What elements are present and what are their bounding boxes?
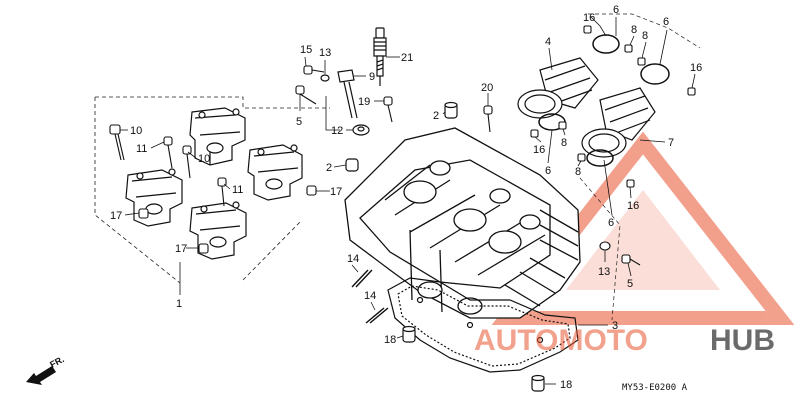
rocker-arm-holder-upper-left [189, 107, 246, 166]
dowel-pins [138, 185, 317, 254]
watermark-brand-left: AUTOMOTO [474, 324, 648, 357]
label-part-6d: 6 [608, 217, 614, 229]
lower-right-hardware [599, 241, 641, 266]
label-part-7: 7 [668, 137, 674, 149]
holder-bolts [109, 124, 227, 207]
label-part-1: 1 [176, 298, 182, 310]
label-part-18b: 18 [560, 379, 572, 391]
diagram-code: MY53-E0200 A [622, 383, 688, 393]
leader-lines [120, 15, 696, 385]
label-part-11a: 11 [136, 143, 147, 155]
label-part-8d: 8 [575, 166, 581, 178]
watermark-brand-right: HUB [710, 324, 775, 357]
label-part-12: 12 [331, 125, 343, 137]
label-part-17b: 17 [330, 186, 342, 198]
label-part-14a: 14 [347, 253, 359, 265]
label-part-8b: 8 [642, 30, 648, 42]
label-part-15: 15 [300, 44, 312, 56]
rocker-arm-holder-upper-right [247, 144, 303, 201]
head-gasket [387, 277, 579, 373]
label-part-16d: 16 [627, 200, 639, 212]
label-part-6a: 6 [613, 4, 619, 16]
front-label: FR. [48, 354, 65, 370]
rocker-arm-holder-lower-left [125, 168, 183, 227]
label-part-13a: 13 [319, 47, 331, 59]
label-part-13b: 13 [598, 266, 610, 278]
band-screws [530, 25, 696, 188]
spark-plug [373, 27, 387, 86]
label-part-8a: 8 [631, 24, 637, 36]
label-part-14b: 14 [364, 290, 376, 302]
label-part-17a: 17 [110, 210, 122, 222]
label-part-17c: 17 [175, 243, 187, 255]
collars [402, 325, 545, 392]
washers [320, 74, 370, 136]
cylinder-head [344, 127, 581, 319]
label-part-2a: 2 [433, 110, 439, 122]
label-part-11b: 11 [232, 184, 243, 196]
label-part-18a: 18 [384, 334, 396, 346]
studs [351, 269, 389, 324]
label-part-10a: 10 [130, 125, 142, 137]
label-part-20: 20 [481, 82, 493, 94]
label-part-16a: 16 [583, 12, 595, 24]
intake-group-frame [579, 13, 701, 321]
label-part-10b: 10 [198, 153, 210, 165]
label-part-21: 21 [401, 52, 413, 64]
label-part-6c: 6 [545, 165, 551, 177]
insulator-lower [581, 87, 656, 158]
label-part-16c: 16 [533, 144, 545, 156]
part-labels: 1 2 2 3 4 5 5 6 6 6 6 7 8 8 8 8 9 10 10 … [110, 4, 702, 391]
label-part-19: 19 [358, 96, 370, 108]
cap-bolt [337, 69, 358, 119]
label-part-5a: 5 [296, 116, 302, 128]
label-part-4: 4 [545, 36, 551, 48]
rocker-arm-holder-lower-right [189, 201, 247, 260]
insulator-upper [517, 57, 599, 119]
label-part-9: 9 [369, 71, 375, 83]
label-part-2b: 2 [326, 162, 332, 174]
watermark-brand: AUTOMOTO HUB [474, 324, 775, 357]
label-part-3: 3 [612, 320, 618, 332]
rocker-group-frame [94, 96, 330, 284]
label-part-16b: 16 [690, 62, 702, 74]
front-arrow-icon [26, 366, 56, 385]
label-part-6b: 6 [663, 16, 669, 28]
front-direction-indicator: FR. [26, 354, 66, 385]
label-part-8c: 8 [561, 137, 567, 149]
label-part-5b: 5 [627, 278, 633, 290]
